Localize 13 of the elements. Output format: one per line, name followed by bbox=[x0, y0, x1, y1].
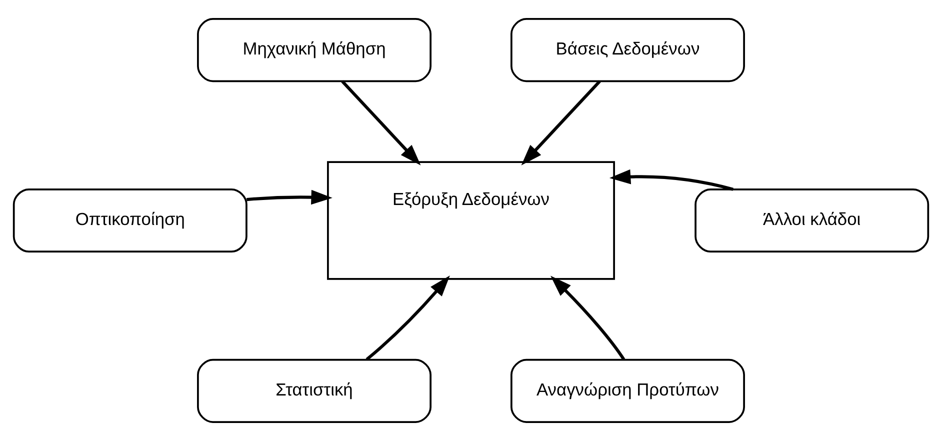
node-box: Οπτικοποίηση bbox=[12, 188, 248, 253]
arrow bbox=[521, 80, 601, 166]
node-box: Βάσεις Δεδομένων bbox=[510, 18, 745, 82]
node-box: Στατιστική bbox=[197, 358, 432, 423]
node-box: Αναγνώριση Προτύπων bbox=[510, 358, 745, 423]
node-box: Μηχανική Μάθηση bbox=[197, 18, 432, 82]
arrow bbox=[341, 80, 421, 166]
arrow bbox=[246, 190, 332, 205]
arrow bbox=[609, 169, 734, 191]
node-box: Εξόρυξη Δεδομένων bbox=[327, 161, 615, 280]
arrow bbox=[366, 275, 450, 361]
node-box: Άλλοι κλάδοι bbox=[694, 188, 930, 253]
arrow bbox=[550, 276, 626, 360]
